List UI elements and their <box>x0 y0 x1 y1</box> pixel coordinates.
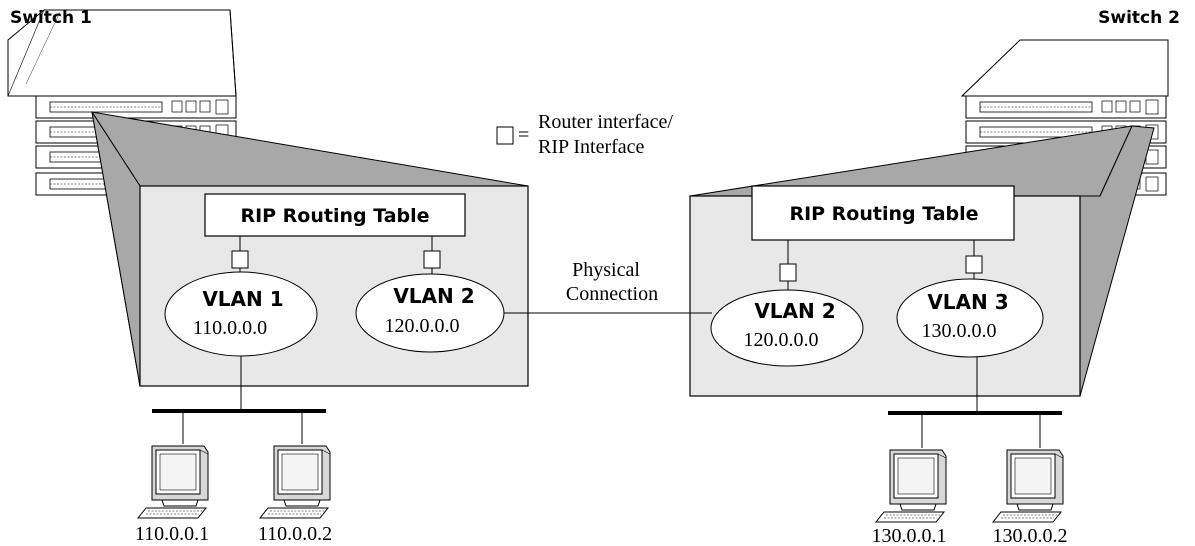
right-vlan3-router-interface <box>965 255 983 274</box>
switch-1-label: Switch 1 <box>10 8 92 28</box>
legend-interface-square-icon <box>496 126 514 145</box>
right-rip-routing-table-title: RIP Routing Table <box>789 203 978 225</box>
left-vlan-2-address: 120.0.0.0 <box>385 315 460 337</box>
right-vlan-2-name: VLAN 2 <box>754 299 835 323</box>
right-host-1-address: 130.0.0.1 <box>872 525 947 546</box>
left-vlan1-router-interface <box>231 250 249 269</box>
left-vlan-1-name: VLAN 1 <box>202 287 283 311</box>
switch-2-label: Switch 2 <box>1098 8 1180 28</box>
left-vlan-1-ellipse <box>164 271 318 357</box>
legend-text-line2: RIP Interface <box>538 136 645 158</box>
left-host-2-address: 110.0.0.2 <box>258 523 332 545</box>
right-host-2-address: 130.0.0.2 <box>993 525 1068 546</box>
left-host-1-workstation-icon <box>137 445 209 519</box>
legend-equals: = <box>518 124 529 146</box>
right-rip-routing-table <box>751 185 1015 241</box>
left-rip-routing-table <box>204 193 466 237</box>
right-host-1-workstation-icon <box>875 449 947 523</box>
right-vlan-3-ellipse <box>896 278 1044 358</box>
left-vlan-2-name: VLAN 2 <box>393 284 474 308</box>
physical-connection-label-line1: Physical <box>572 259 640 281</box>
right-vlan-3-address: 130.0.0.0 <box>922 320 997 342</box>
left-host-2-workstation-icon <box>259 445 331 519</box>
right-vlan-3-name: VLAN 3 <box>927 290 1008 314</box>
right-host-2-workstation-icon <box>992 449 1064 523</box>
left-rip-routing-table-title: RIP Routing Table <box>240 205 429 227</box>
left-host-1-address: 110.0.0.1 <box>135 523 209 545</box>
legend-text-line1: Router interface/ <box>538 111 673 133</box>
physical-connection-label-line2: Connection <box>566 283 658 305</box>
right-vlan2-router-interface <box>779 263 797 282</box>
left-vlan2-router-interface <box>423 250 441 269</box>
switch-2-stack <box>960 39 1169 196</box>
right-vlan-2-address: 120.0.0.0 <box>744 329 819 351</box>
right-vlan-2-ellipse <box>710 289 864 367</box>
switch-1-stack <box>7 9 237 196</box>
left-vlan-1-address: 110.0.0.0 <box>193 317 267 339</box>
